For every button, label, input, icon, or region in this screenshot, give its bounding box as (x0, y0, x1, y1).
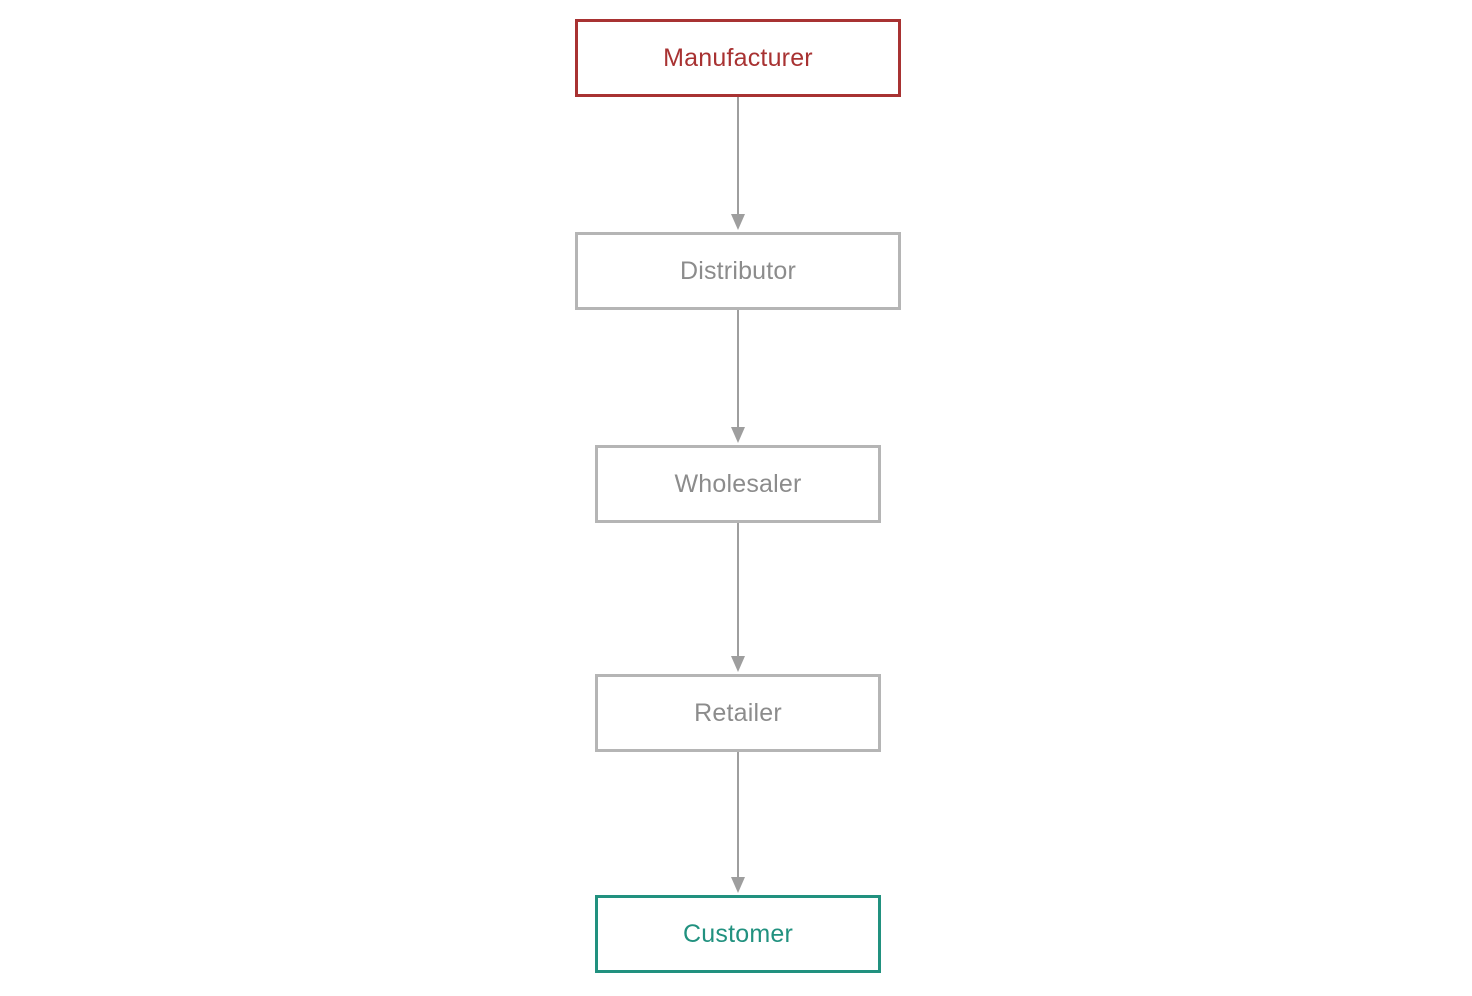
node-retailer: Retailer (595, 674, 881, 752)
node-distributor: Distributor (575, 232, 901, 310)
arrowhead-distributor (731, 214, 745, 230)
node-wholesaler: Wholesaler (595, 445, 881, 523)
arrowhead-customer (731, 877, 745, 893)
node-manufacturer: Manufacturer (575, 19, 901, 97)
arrowhead-retailer (731, 656, 745, 672)
node-customer: Customer (595, 895, 881, 973)
arrowhead-wholesaler (731, 427, 745, 443)
